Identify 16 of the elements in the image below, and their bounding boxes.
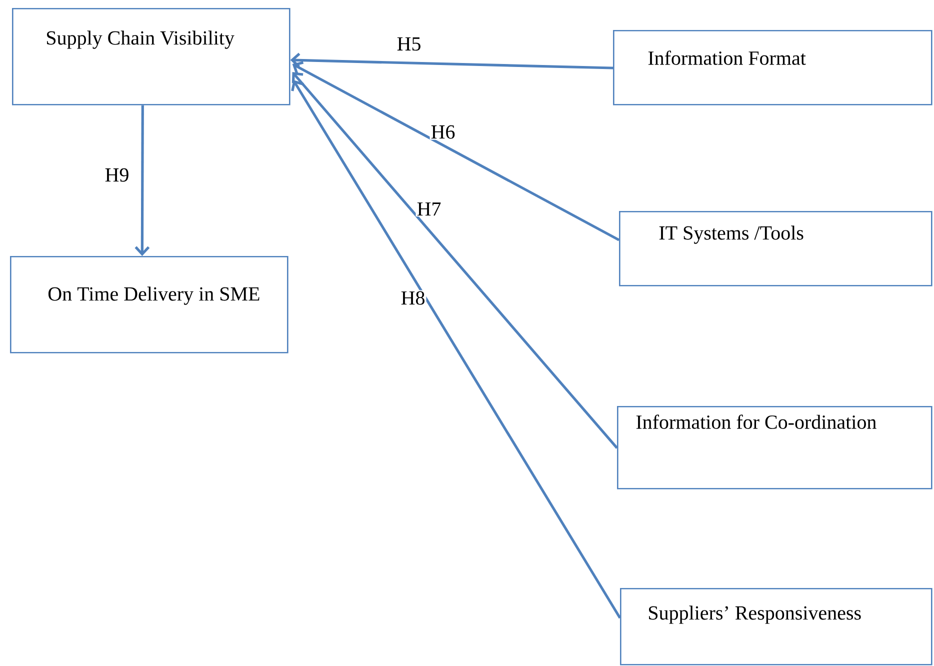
arrow <box>291 80 622 619</box>
text-box: Suppliers’ Responsiveness <box>620 588 932 666</box>
text-box: Information for Co-ordination <box>617 406 932 490</box>
arrow <box>134 105 150 256</box>
text-box: IT Systems /Tools <box>619 211 932 286</box>
edge-label: H7 <box>416 201 442 217</box>
text-box: Supply Chain Visibility <box>12 8 290 106</box>
edge-label: H5 <box>396 36 422 52</box>
arrow <box>292 72 618 449</box>
edge-label: H9 <box>104 167 130 183</box>
text-box: On Time Delivery in SME <box>10 256 288 354</box>
arrow <box>292 61 620 242</box>
text-box: Information Format <box>613 30 932 106</box>
edge-label: H6 <box>430 124 456 140</box>
arrow <box>290 52 614 70</box>
edge-label: H8 <box>400 290 426 306</box>
